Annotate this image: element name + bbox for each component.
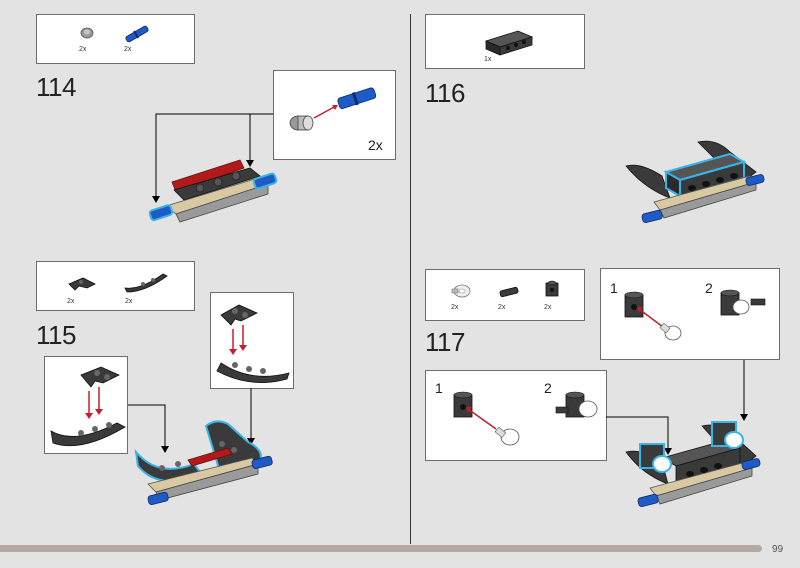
substep-number: 1 xyxy=(610,280,618,296)
parts-list-116: 1x xyxy=(425,14,585,69)
step-number-115: 115 xyxy=(36,320,76,350)
progress-bar xyxy=(0,545,762,552)
curved-wedge-part-icon xyxy=(124,273,168,293)
parts-list-115: 2x 2x xyxy=(36,261,195,311)
connector-assembly-icon xyxy=(453,391,598,446)
connector-assembly-icon xyxy=(624,289,766,341)
part-qty: 1x xyxy=(484,56,492,63)
callout-114: 2x xyxy=(273,70,396,160)
substep-number: 2 xyxy=(705,280,713,296)
bush-part-icon xyxy=(80,27,94,39)
plate-stack-callout-icon xyxy=(50,366,126,447)
callout-115-left xyxy=(44,356,128,454)
substep-number: 2 xyxy=(544,380,552,396)
step-number-116: 116 xyxy=(425,78,465,108)
substep-number: 1 xyxy=(435,380,443,396)
assembly-callout-icon xyxy=(289,87,377,131)
step-number-114: 114 xyxy=(36,72,76,102)
callout-qty: 2x xyxy=(368,137,383,153)
technic-brick-part-icon xyxy=(484,30,534,56)
blue-axle-pin-icon xyxy=(125,25,149,43)
page-number: 99 xyxy=(772,544,784,555)
assembly-117-model xyxy=(606,360,761,508)
assembly-116-model xyxy=(625,140,765,224)
part-qty: 2x xyxy=(498,304,506,311)
pin-part-icon xyxy=(499,286,519,298)
part-qty: 2x xyxy=(451,304,459,311)
callout-117-subassembly-a: 1 2 xyxy=(600,268,780,360)
assembly-114-model xyxy=(148,113,278,223)
page-divider xyxy=(410,14,411,544)
part-qty: 2x xyxy=(124,46,132,53)
corner-plate-part-icon xyxy=(68,277,96,291)
part-qty: 2x xyxy=(79,46,87,53)
parts-list-117: 2x 2x 2x xyxy=(425,269,585,321)
assembly-115-model xyxy=(128,388,273,506)
parts-list-114: 2x 2x xyxy=(36,14,195,64)
axle-connector-part-icon xyxy=(451,284,471,298)
plate-stack-callout-icon xyxy=(216,304,290,383)
callout-115-right xyxy=(210,292,294,389)
technic-brick-1x1-part-icon xyxy=(545,280,559,297)
part-qty: 2x xyxy=(67,298,75,305)
part-qty: 2x xyxy=(544,304,552,311)
step-number-117: 117 xyxy=(425,327,465,357)
part-qty: 2x xyxy=(125,298,133,305)
callout-117-subassembly-b: 1 2 xyxy=(425,370,607,461)
